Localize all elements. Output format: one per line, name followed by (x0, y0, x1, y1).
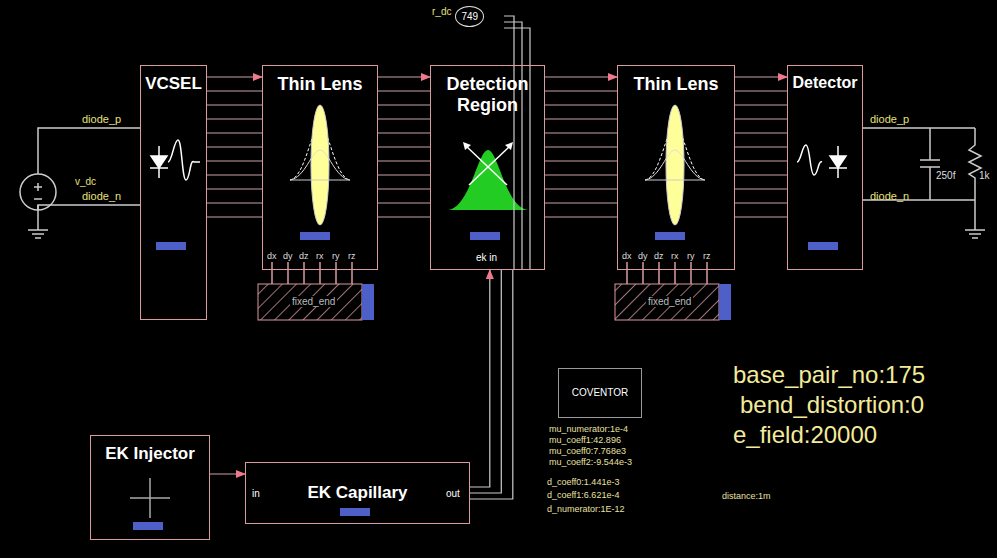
gaussian-peak-icon (448, 142, 528, 240)
block-box: COVENTOR (558, 368, 642, 418)
block-title: EK Capillary (246, 483, 469, 503)
model-parameter: mu_numerator:1e-4 (549, 425, 628, 435)
signal-label: ry (332, 252, 340, 262)
signal-bus (207, 77, 262, 217)
model-parameter: distance:1m (722, 492, 771, 502)
lens-icon (290, 105, 350, 240)
signal-label: fixed_end (290, 296, 337, 307)
load-circuit (863, 128, 985, 238)
vcsel-icon (150, 140, 200, 250)
block-title: VCSEL (141, 66, 206, 94)
lens-icon (645, 105, 705, 240)
model-parameter: d_coeff0:1.441e-3 (547, 478, 619, 488)
signal-label: ek in (476, 252, 497, 263)
signal-bus (504, 16, 530, 270)
block-box: VCSEL (140, 65, 207, 320)
signal-bus (210, 474, 245, 475)
signal-label: 1k (979, 170, 990, 181)
block-box: Thin Lens (262, 65, 378, 270)
signal-bus (378, 77, 430, 217)
signal-label: fixed_end (646, 296, 693, 307)
signal-label: v_dc (75, 176, 96, 187)
model-parameter: mu_coeff0:7.768e3 (549, 447, 626, 457)
block-title: Detector (788, 66, 862, 92)
signal-bus (470, 270, 513, 499)
parameter-value: bend_distortion:0 (740, 392, 924, 418)
signal-label: dy (283, 252, 293, 262)
signal-label: dy (638, 252, 648, 262)
block-title: Thin Lens (263, 66, 377, 95)
resistor-param-circle: r_dc 749 (432, 6, 504, 38)
block-box: EK Injector (90, 435, 210, 540)
block-box: Detection Region (430, 65, 545, 270)
signal-bus (545, 77, 617, 217)
model-parameter: d_numerator:1E-12 (547, 505, 625, 515)
parameter-value: e_field:20000 (733, 422, 877, 448)
photodiode-icon (797, 145, 847, 250)
block-title: COVENTOR (559, 387, 641, 399)
model-parameter: mu_coeff2:-9.544e-3 (549, 458, 632, 468)
signal-label: dz (654, 252, 664, 262)
signal-label: diode_p (870, 113, 909, 125)
fixed-end-anchor (258, 262, 731, 320)
model-parameter: mu_coeff1:42.896 (549, 436, 621, 446)
signal-label: ry (687, 252, 695, 262)
signal-label: rx (671, 252, 679, 262)
parameter-value: base_pair_no:175 (733, 362, 925, 388)
block-box: Detector (787, 65, 863, 270)
signal-bus (735, 77, 787, 217)
signal-label: out (446, 488, 460, 499)
block-title: Detection Region (431, 66, 544, 115)
signal-label: diode_n (870, 190, 909, 202)
model-parameter: d_coeff1:6.621e-4 (547, 491, 619, 501)
signal-label: rx (316, 252, 324, 262)
signal-label: dx (267, 252, 277, 262)
signal-label: 250f (936, 170, 955, 181)
signal-label: rz (703, 252, 711, 262)
param-value: 749 (455, 6, 484, 27)
block-box: Thin Lens (617, 65, 735, 270)
block-box: EK Capillary (245, 462, 470, 524)
signal-label: in (252, 488, 260, 499)
signal-label: dz (299, 252, 309, 262)
block-title: Thin Lens (618, 66, 734, 95)
signal-label: rz (348, 252, 356, 262)
signal-label: diode_p (82, 113, 121, 125)
block-title: EK Injector (91, 436, 209, 464)
signal-label: dx (622, 252, 632, 262)
signal-label: diode_n (82, 190, 121, 202)
voltage-source (20, 128, 140, 238)
param-name: r_dc (432, 6, 451, 17)
